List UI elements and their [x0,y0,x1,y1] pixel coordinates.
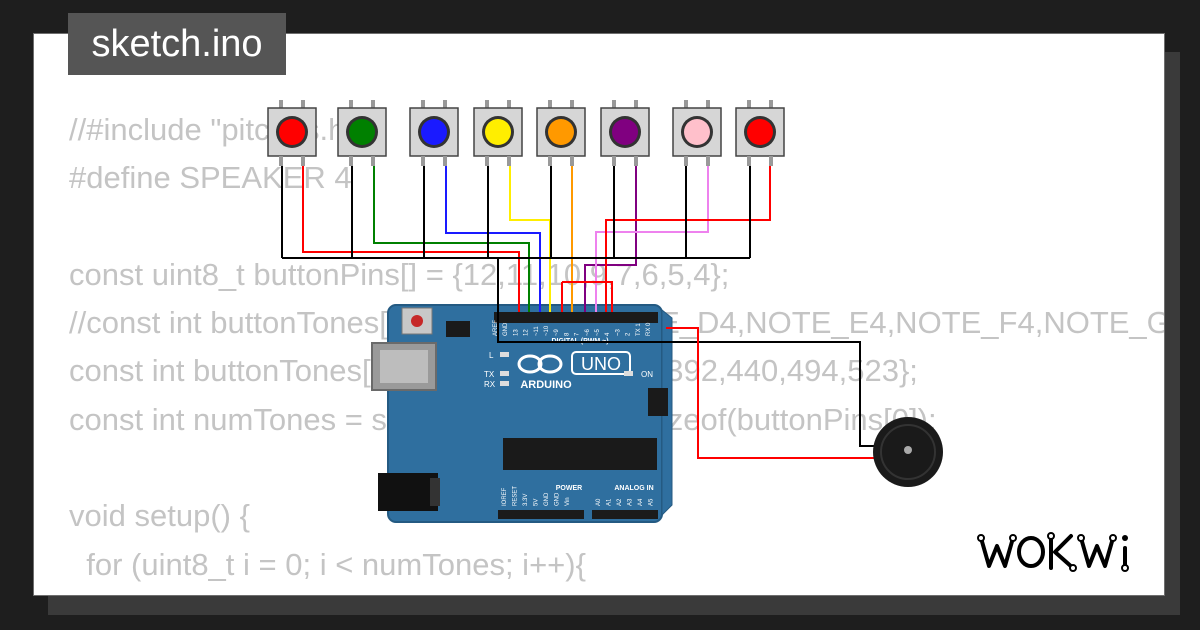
power-pin-label: GND [544,492,550,506]
button-cap [747,119,773,145]
arduino-logo-icon [517,354,563,374]
pushbutton-orange[interactable] [536,100,586,166]
pin-label: 4 [605,332,611,336]
arduino-uno-board[interactable]: UNO ARDUINO DIGITAL (PWM ~) POWER ANALOG… [371,304,673,523]
pin-label: ~6 [585,328,591,336]
buzzer-ring [880,424,936,480]
brand-label: ARDUINO [520,379,572,391]
icsp-header [446,321,470,337]
pin-label: AREF [493,320,499,336]
analog-pin-label: A3 [628,498,634,506]
pin-label: ~9 [554,328,560,336]
button-cap [485,119,511,145]
power-header [498,510,584,519]
digital-pin-labels: AREF GND 13 12 ~11 ~10 ~9 8 7 ~6 ~5 4 ~3 2 TX 1 RX 0 [493,320,652,336]
wire-signal-red-2 [605,166,771,312]
wire-signal-purple [584,166,637,312]
reset-button-cap [411,315,423,327]
on-led [624,371,633,376]
pushbutton-red-2[interactable] [735,100,785,166]
l-led-label: L [489,351,494,360]
wire-speaker-pin [562,281,613,312]
wire-signal-pink [595,166,709,312]
pin-label: 13 [513,329,519,336]
wokwi-letter-w2 [1079,536,1115,568]
pushbutton-green[interactable] [337,100,387,166]
pin-label: 12 [524,329,530,336]
wire-gnd-buzzer [497,258,880,447]
pushbutton-purple[interactable] [600,100,650,166]
button-cap [421,119,447,145]
button-cap [349,119,375,145]
analog-pin-label: A5 [649,498,655,506]
wokwi-letter-o [1017,536,1045,568]
rx-led [500,381,509,386]
pushbutton-red[interactable] [267,100,317,166]
power-pin-label: 5V [534,499,540,506]
power-pin-labels: IOREF RESET 3.3V 5V GND GND Vin [502,486,571,506]
power-jack-rim [430,478,440,506]
on-led-label: ON [641,370,653,379]
button-cap [548,119,574,145]
wires [281,166,880,459]
pushbutton-yellow[interactable] [473,100,523,166]
analog-pin-labels: A0 A1 A2 A3 A4 A5 [596,498,655,506]
analog-header [592,510,658,519]
power-jack [378,473,438,511]
pin-label: ~5 [595,328,601,336]
piezo-buzzer[interactable] [873,417,943,487]
atmega-chip [503,438,657,470]
pin-label: GND [503,322,509,336]
power-pin-label: IOREF [502,487,508,506]
code-line: void setup() { [69,498,250,534]
wire-signal-blue [445,166,541,312]
wire-signal-yellow [509,166,551,312]
button-cap [684,119,710,145]
power-label: POWER [556,485,582,492]
rx-led-label: RX [484,380,496,389]
l-led [500,352,509,357]
wire-signal-green [373,166,530,312]
pin-label: TX 1 [636,323,642,336]
pin-label: 7 [575,332,581,336]
wokwi-logo [977,532,1129,572]
analog-label: ANALOG IN [614,485,653,492]
model-label: UNO [581,354,621,374]
pushbutton-blue[interactable] [409,100,459,166]
pin-label: 2 [626,332,632,336]
usb-port-inner [380,350,428,383]
analog-pin-label: A2 [617,498,623,506]
tx-led-label: TX [484,370,495,379]
power-pin-label: GND [555,492,561,506]
digital-header [494,312,658,323]
pushbutton-pink[interactable] [672,100,722,166]
pin-label: 8 [564,332,570,336]
pin-label: ~3 [615,328,621,336]
code-line: for (uint8_t i = 0; i < numTones; i++){ [69,546,586,582]
wire-speaker-buzzer [666,327,878,459]
code-line: pinMode(buttonPins[i], INPUT_PULLUP); [69,589,1164,596]
button-cap [279,119,305,145]
wokwi-letter-w [979,536,1015,568]
buzzer-hole-icon [904,446,912,454]
analog-pin-label: A1 [607,498,613,506]
wokwi-letter-k [1049,534,1075,570]
pin-label: ~10 [544,325,550,336]
power-pin-label: Vin [565,497,571,506]
power-pin-label: RESET [513,486,519,506]
tx-led [500,371,509,376]
power-pin-label: 3.3V [523,494,529,506]
file-tab[interactable]: sketch.ino [68,13,286,75]
analog-pin-label: A4 [638,498,644,506]
pushbuttons [267,100,785,166]
pin-label: ~11 [534,326,540,336]
model-frame [571,351,631,375]
code-line: #define SPEAKER 4 [69,160,352,196]
icsp2-header [648,388,668,416]
analog-pin-label: A0 [596,498,602,506]
button-cap [612,119,638,145]
wire-signal-red [302,166,520,312]
pin-label: RX 0 [646,322,652,336]
